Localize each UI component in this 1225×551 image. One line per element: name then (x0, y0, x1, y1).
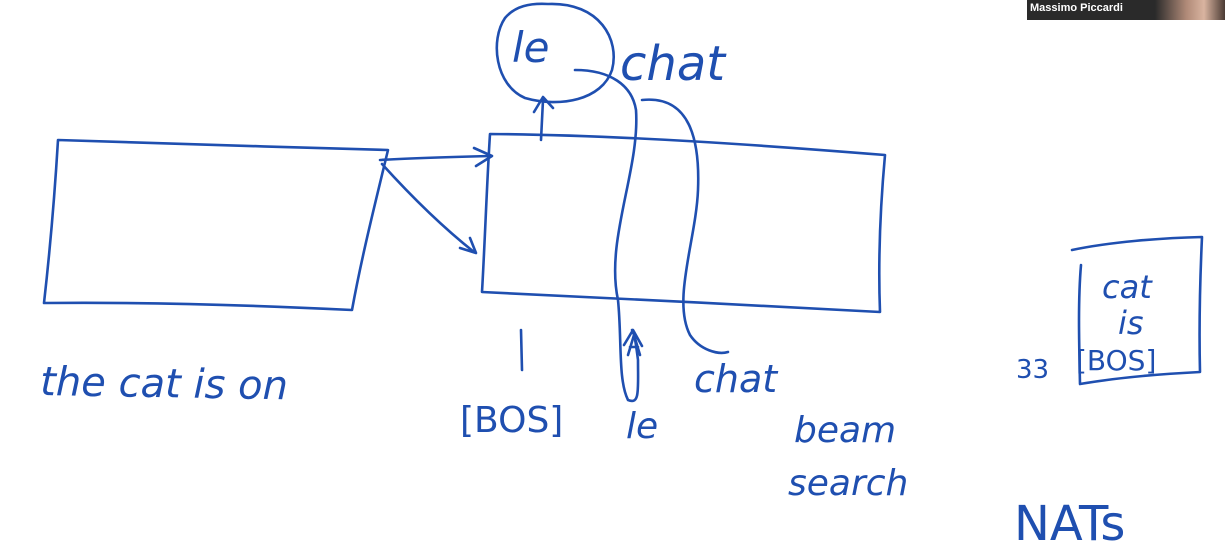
speaker-name-label: Massimo Piccardi (1030, 2, 1123, 14)
generated-le-label: le (626, 406, 658, 447)
speaker-video-tile: Massimo Piccardi (1027, 0, 1225, 20)
circle-around-le (495, 2, 615, 104)
feedback-loop-le (573, 68, 644, 403)
nats-label: NATs (1014, 496, 1125, 551)
decoder-box (480, 132, 887, 314)
circled-word-le: le (512, 23, 550, 72)
generated-chat-label: chat (694, 357, 779, 401)
input-arrow-mark (626, 333, 642, 357)
speaker-video-feed (1155, 0, 1225, 20)
input-sentence-label: the cat is on (40, 359, 289, 409)
stack-box (1070, 235, 1204, 386)
encoder-box (42, 138, 390, 312)
encoder-to-decoder-arrow-bottom (380, 162, 478, 255)
bos-input-line (519, 328, 524, 372)
search-label: search (788, 463, 908, 504)
beam-label: beam (794, 410, 896, 451)
decoder-output-arrow (532, 95, 555, 142)
encoder-to-decoder-arrow-top (378, 146, 494, 168)
bos-token-label: [BOS] (460, 400, 563, 441)
top-word-chat: chat (620, 36, 727, 92)
feedback-loop-chat (640, 98, 730, 355)
stack-word-is: is (1118, 304, 1144, 342)
stack-word-cat: cat (1102, 268, 1153, 306)
example-number: 33 (1016, 355, 1049, 385)
stack-word-bos: [BOS] (1076, 344, 1156, 377)
